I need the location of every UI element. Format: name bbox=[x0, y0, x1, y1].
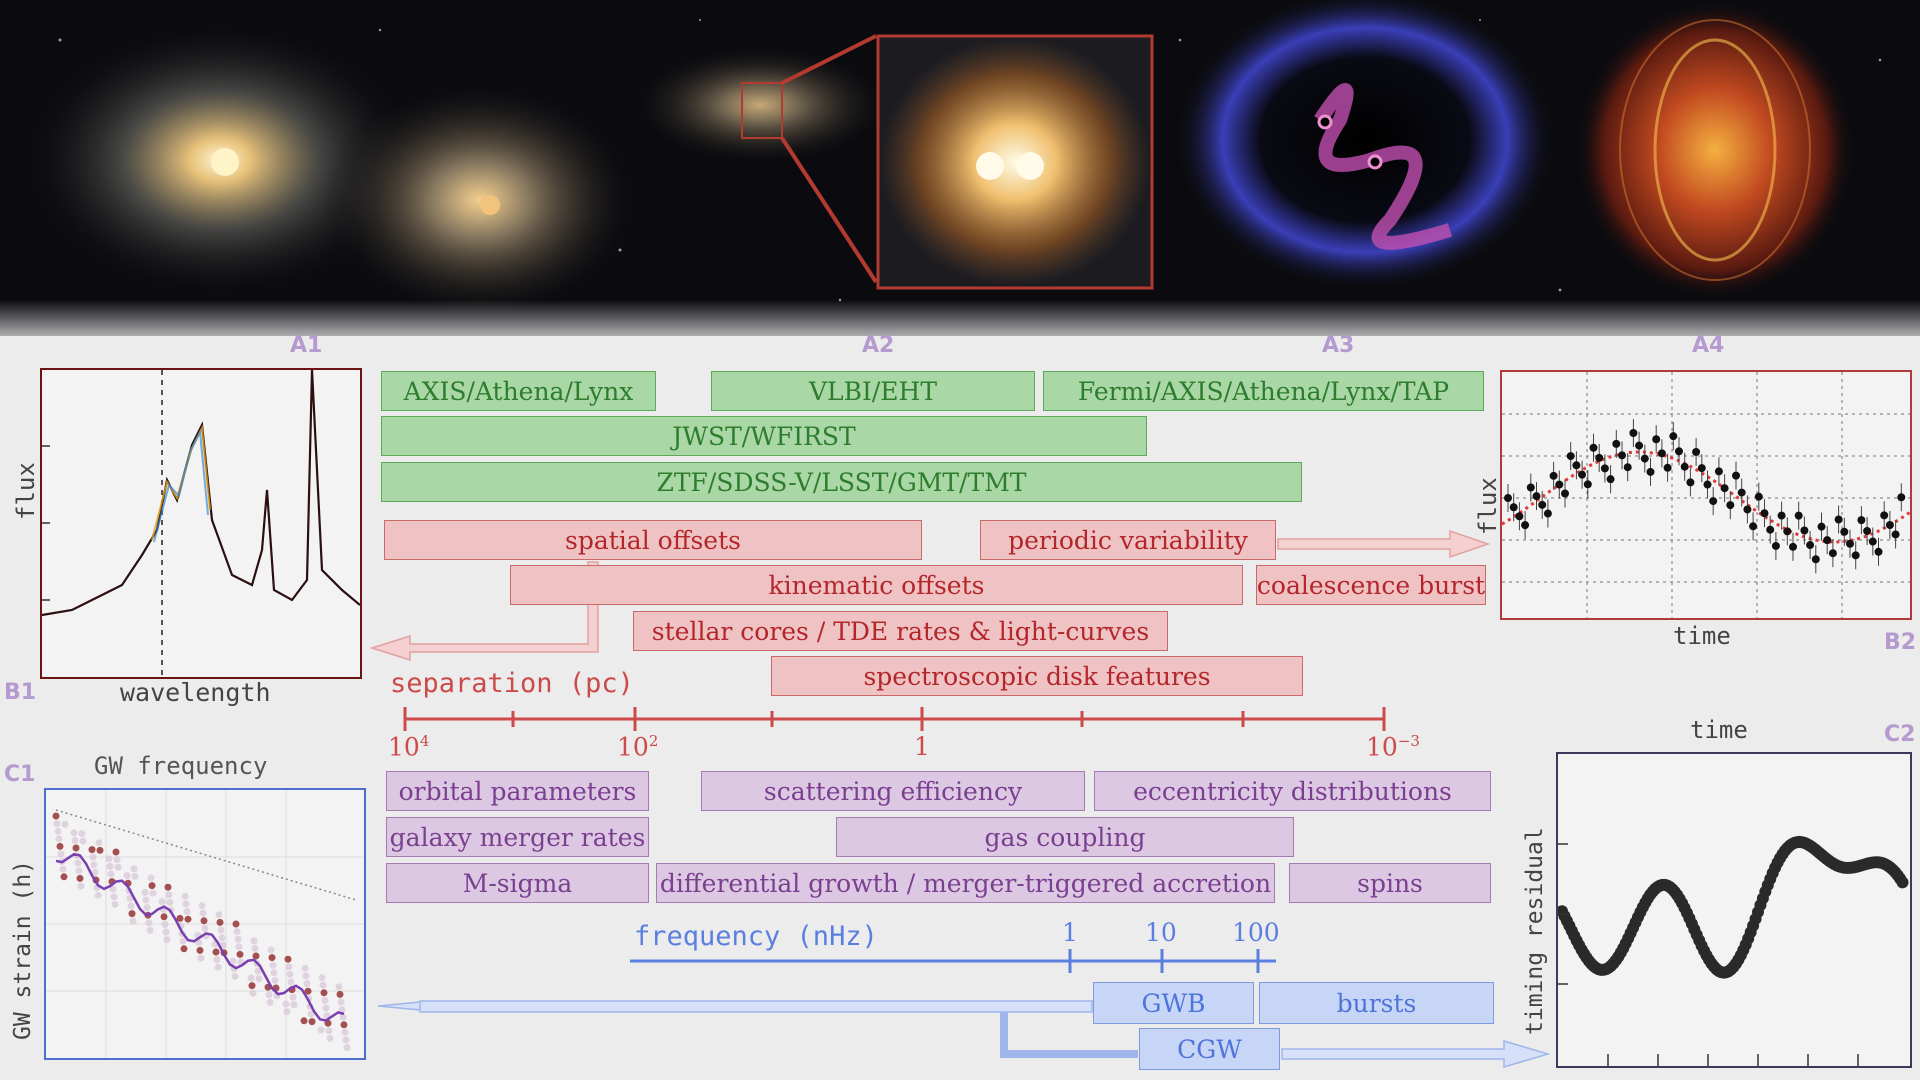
box-vlbi: VLBI/EHT bbox=[711, 371, 1035, 411]
panel-label-b2: B2 bbox=[1884, 630, 1917, 655]
residual-xlabel: time bbox=[1690, 716, 1748, 744]
strain-plot bbox=[44, 788, 366, 1060]
residual-plot bbox=[1556, 752, 1912, 1068]
lightcurve-xlabel: time bbox=[1673, 622, 1731, 650]
box-periodic-variability: periodic variability bbox=[980, 520, 1276, 560]
arrow-cgw-to-c2 bbox=[1281, 1039, 1551, 1069]
separation-axis-line bbox=[403, 707, 1386, 731]
arrow-spatial-to-b1 bbox=[369, 561, 599, 662]
box-spectroscopic: spectroscopic disk features bbox=[771, 656, 1303, 696]
panel-label-a4: A4 bbox=[1692, 333, 1725, 358]
strain-points bbox=[46, 790, 364, 1058]
separation-tick-1e4: 104 bbox=[388, 732, 430, 762]
panel-label-b1: B1 bbox=[4, 680, 37, 705]
banner-fade bbox=[0, 300, 1920, 350]
panel-label-c2: C2 bbox=[1884, 722, 1916, 747]
box-ztf: ZTF/SDSS-V/LSST/GMT/TMT bbox=[381, 462, 1302, 502]
box-m-sigma: M-sigma bbox=[386, 863, 649, 903]
box-eccentricity: eccentricity distributions bbox=[1094, 771, 1491, 811]
banner-art bbox=[20, 0, 1882, 320]
separation-tick-1: 1 bbox=[914, 732, 930, 761]
panel-label-c1: C1 bbox=[4, 762, 36, 787]
residual-points bbox=[1556, 835, 1909, 1066]
box-fermi: Fermi/AXIS/Athena/Lynx/TAP bbox=[1043, 371, 1484, 411]
box-spatial-offsets: spatial offsets bbox=[384, 520, 922, 560]
lightcurve-points bbox=[1501, 372, 1911, 618]
box-axis: AXIS/Athena/Lynx bbox=[381, 371, 656, 411]
box-cgw: CGW bbox=[1139, 1028, 1280, 1070]
panel-label-a3: A3 bbox=[1322, 333, 1355, 358]
separation-axis-label: separation (pc) bbox=[390, 668, 634, 699]
spectrum-plot bbox=[40, 368, 362, 679]
frequency-axis-label: frequency (nHz) bbox=[634, 921, 878, 952]
box-scattering-efficiency: scattering efficiency bbox=[701, 771, 1085, 811]
spectrum-lines bbox=[41, 369, 361, 677]
box-orbital-parameters: orbital parameters bbox=[386, 771, 649, 811]
panel-label-a2: A2 bbox=[862, 333, 895, 358]
banner-imagery bbox=[0, 0, 1920, 336]
box-jwst: JWST/WFIRST bbox=[381, 416, 1147, 456]
arrow-periodic-to-b2 bbox=[1277, 529, 1491, 559]
frequency-axis-line bbox=[630, 949, 1276, 973]
frequency-tick-1: 1 bbox=[1062, 918, 1078, 947]
box-galaxy-merger-rates: galaxy merger rates bbox=[386, 817, 649, 857]
strain-xlabel: GW frequency bbox=[94, 752, 268, 780]
separation-tick-1e2: 102 bbox=[617, 732, 659, 762]
spectrum-xlabel: wavelength bbox=[120, 678, 271, 707]
frequency-tick-100: 100 bbox=[1232, 918, 1280, 947]
separation-tick-1e-3: 10−3 bbox=[1366, 732, 1420, 762]
frequency-tick-10: 10 bbox=[1145, 918, 1177, 947]
box-spins: spins bbox=[1289, 863, 1491, 903]
box-coalescence-burst: coalescence burst bbox=[1256, 565, 1486, 605]
panel-label-a1: A1 bbox=[290, 333, 323, 358]
arrow-gwb-to-c1 bbox=[377, 1000, 1093, 1013]
box-stellar-cores: stellar cores / TDE rates & light-curves bbox=[633, 611, 1168, 651]
arrow-cgw-to-c1 bbox=[1000, 1012, 1138, 1058]
box-bursts: bursts bbox=[1259, 982, 1494, 1024]
box-gwb: GWB bbox=[1093, 982, 1254, 1024]
box-kinematic-offsets: kinematic offsets bbox=[510, 565, 1243, 605]
box-gas-coupling: gas coupling bbox=[836, 817, 1294, 857]
lightcurve-plot bbox=[1500, 370, 1912, 620]
box-differential-growth: differential growth / merger-triggered a… bbox=[656, 863, 1275, 903]
